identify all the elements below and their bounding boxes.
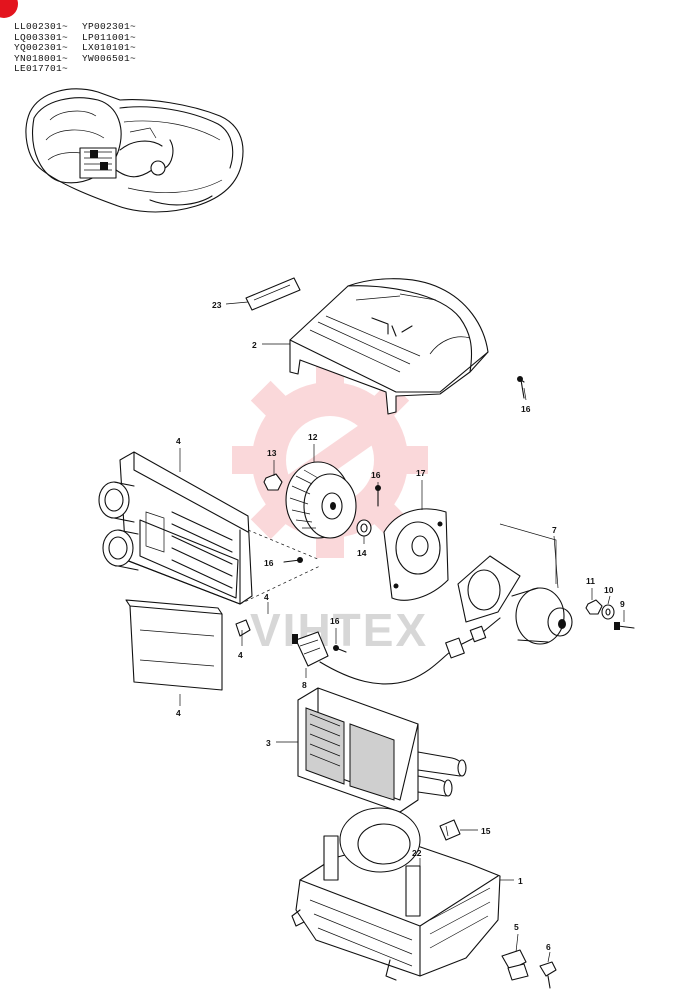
part-resistor [292, 631, 329, 667]
corner-badge [0, 0, 18, 18]
vehicle-locator-illustration [25, 88, 244, 213]
callout-9: 9 [620, 599, 625, 609]
part-screw-left [283, 557, 303, 563]
part-washer-10 [601, 604, 615, 620]
part-bolt-9 [614, 622, 635, 630]
serial-range: YQ002301~ [14, 42, 69, 53]
part-nut-13 [263, 473, 283, 491]
callout-2: 2 [252, 340, 257, 350]
callout-6: 6 [546, 942, 551, 952]
callout-10: 10 [604, 585, 614, 595]
serial-range: LQ003301~ [14, 31, 69, 43]
part-screw-top [517, 376, 525, 399]
callout-4-clip-lower: 4 [238, 650, 243, 660]
callout-numbers: 23 2 16 4 13 12 16 17 14 7 16 11 10 9 4 … [176, 300, 625, 952]
callout-12: 12 [308, 432, 318, 442]
serial-range: LL002301~ [14, 21, 69, 32]
part-clip-15 [439, 819, 461, 841]
callout-8: 8 [302, 680, 307, 690]
callout-16-mid: 16 [371, 470, 381, 480]
part-blower-fan [285, 461, 357, 539]
callout-5: 5 [514, 922, 519, 932]
serial-range: YP002301~ [82, 21, 137, 32]
serial-column-right: YP002301~ LP011001~ LX010101~ YW006501~ [82, 21, 137, 64]
part-lower-panel [125, 599, 223, 691]
part-clip [235, 619, 251, 637]
part-grommet [356, 519, 372, 537]
serial-range: LP011001~ [82, 31, 137, 43]
part-label-sticker [245, 277, 301, 311]
callout-16-low: 16 [330, 616, 340, 626]
callout-7: 7 [552, 525, 557, 535]
serial-range: YN018001~ [14, 52, 69, 64]
callout-16-left: 16 [264, 558, 274, 568]
callout-14: 14 [357, 548, 367, 558]
callout-16-top: 16 [521, 404, 531, 414]
callout-17: 17 [416, 468, 426, 478]
serial-range: LX010101~ [82, 42, 137, 53]
part-bolt-6 [539, 961, 557, 989]
part-blower-motor [457, 523, 573, 645]
callout-4-panel: 4 [176, 708, 181, 718]
part-nut-11 [585, 599, 603, 615]
callout-4-clip: 4 [264, 592, 269, 602]
part-intake-housing [98, 451, 321, 605]
callout-15: 15 [481, 826, 491, 836]
callout-1: 1 [518, 876, 523, 886]
callout-13: 13 [267, 448, 277, 458]
part-top-cover [289, 278, 489, 415]
serial-range: YW006501~ [82, 52, 137, 64]
serial-column-left: LL002301~ LQ003301~ YQ002301~ YN018001~ … [14, 21, 69, 75]
part-wiring-harness [319, 617, 501, 685]
callout-22: 22 [412, 848, 422, 858]
part-heater-core [297, 687, 467, 813]
part-screw-low [333, 645, 347, 653]
leader-lines [179, 301, 625, 963]
part-heater-case [291, 807, 501, 981]
callout-4-housing: 4 [176, 436, 181, 446]
part-fan-shroud [383, 508, 449, 601]
part-bracket-5 [501, 949, 529, 981]
callout-3: 3 [266, 738, 271, 748]
callout-23: 23 [212, 300, 222, 310]
serial-range: LE017701~ [14, 63, 69, 74]
callout-11: 11 [586, 576, 595, 586]
watermark-text: VIHTEX [250, 604, 428, 656]
